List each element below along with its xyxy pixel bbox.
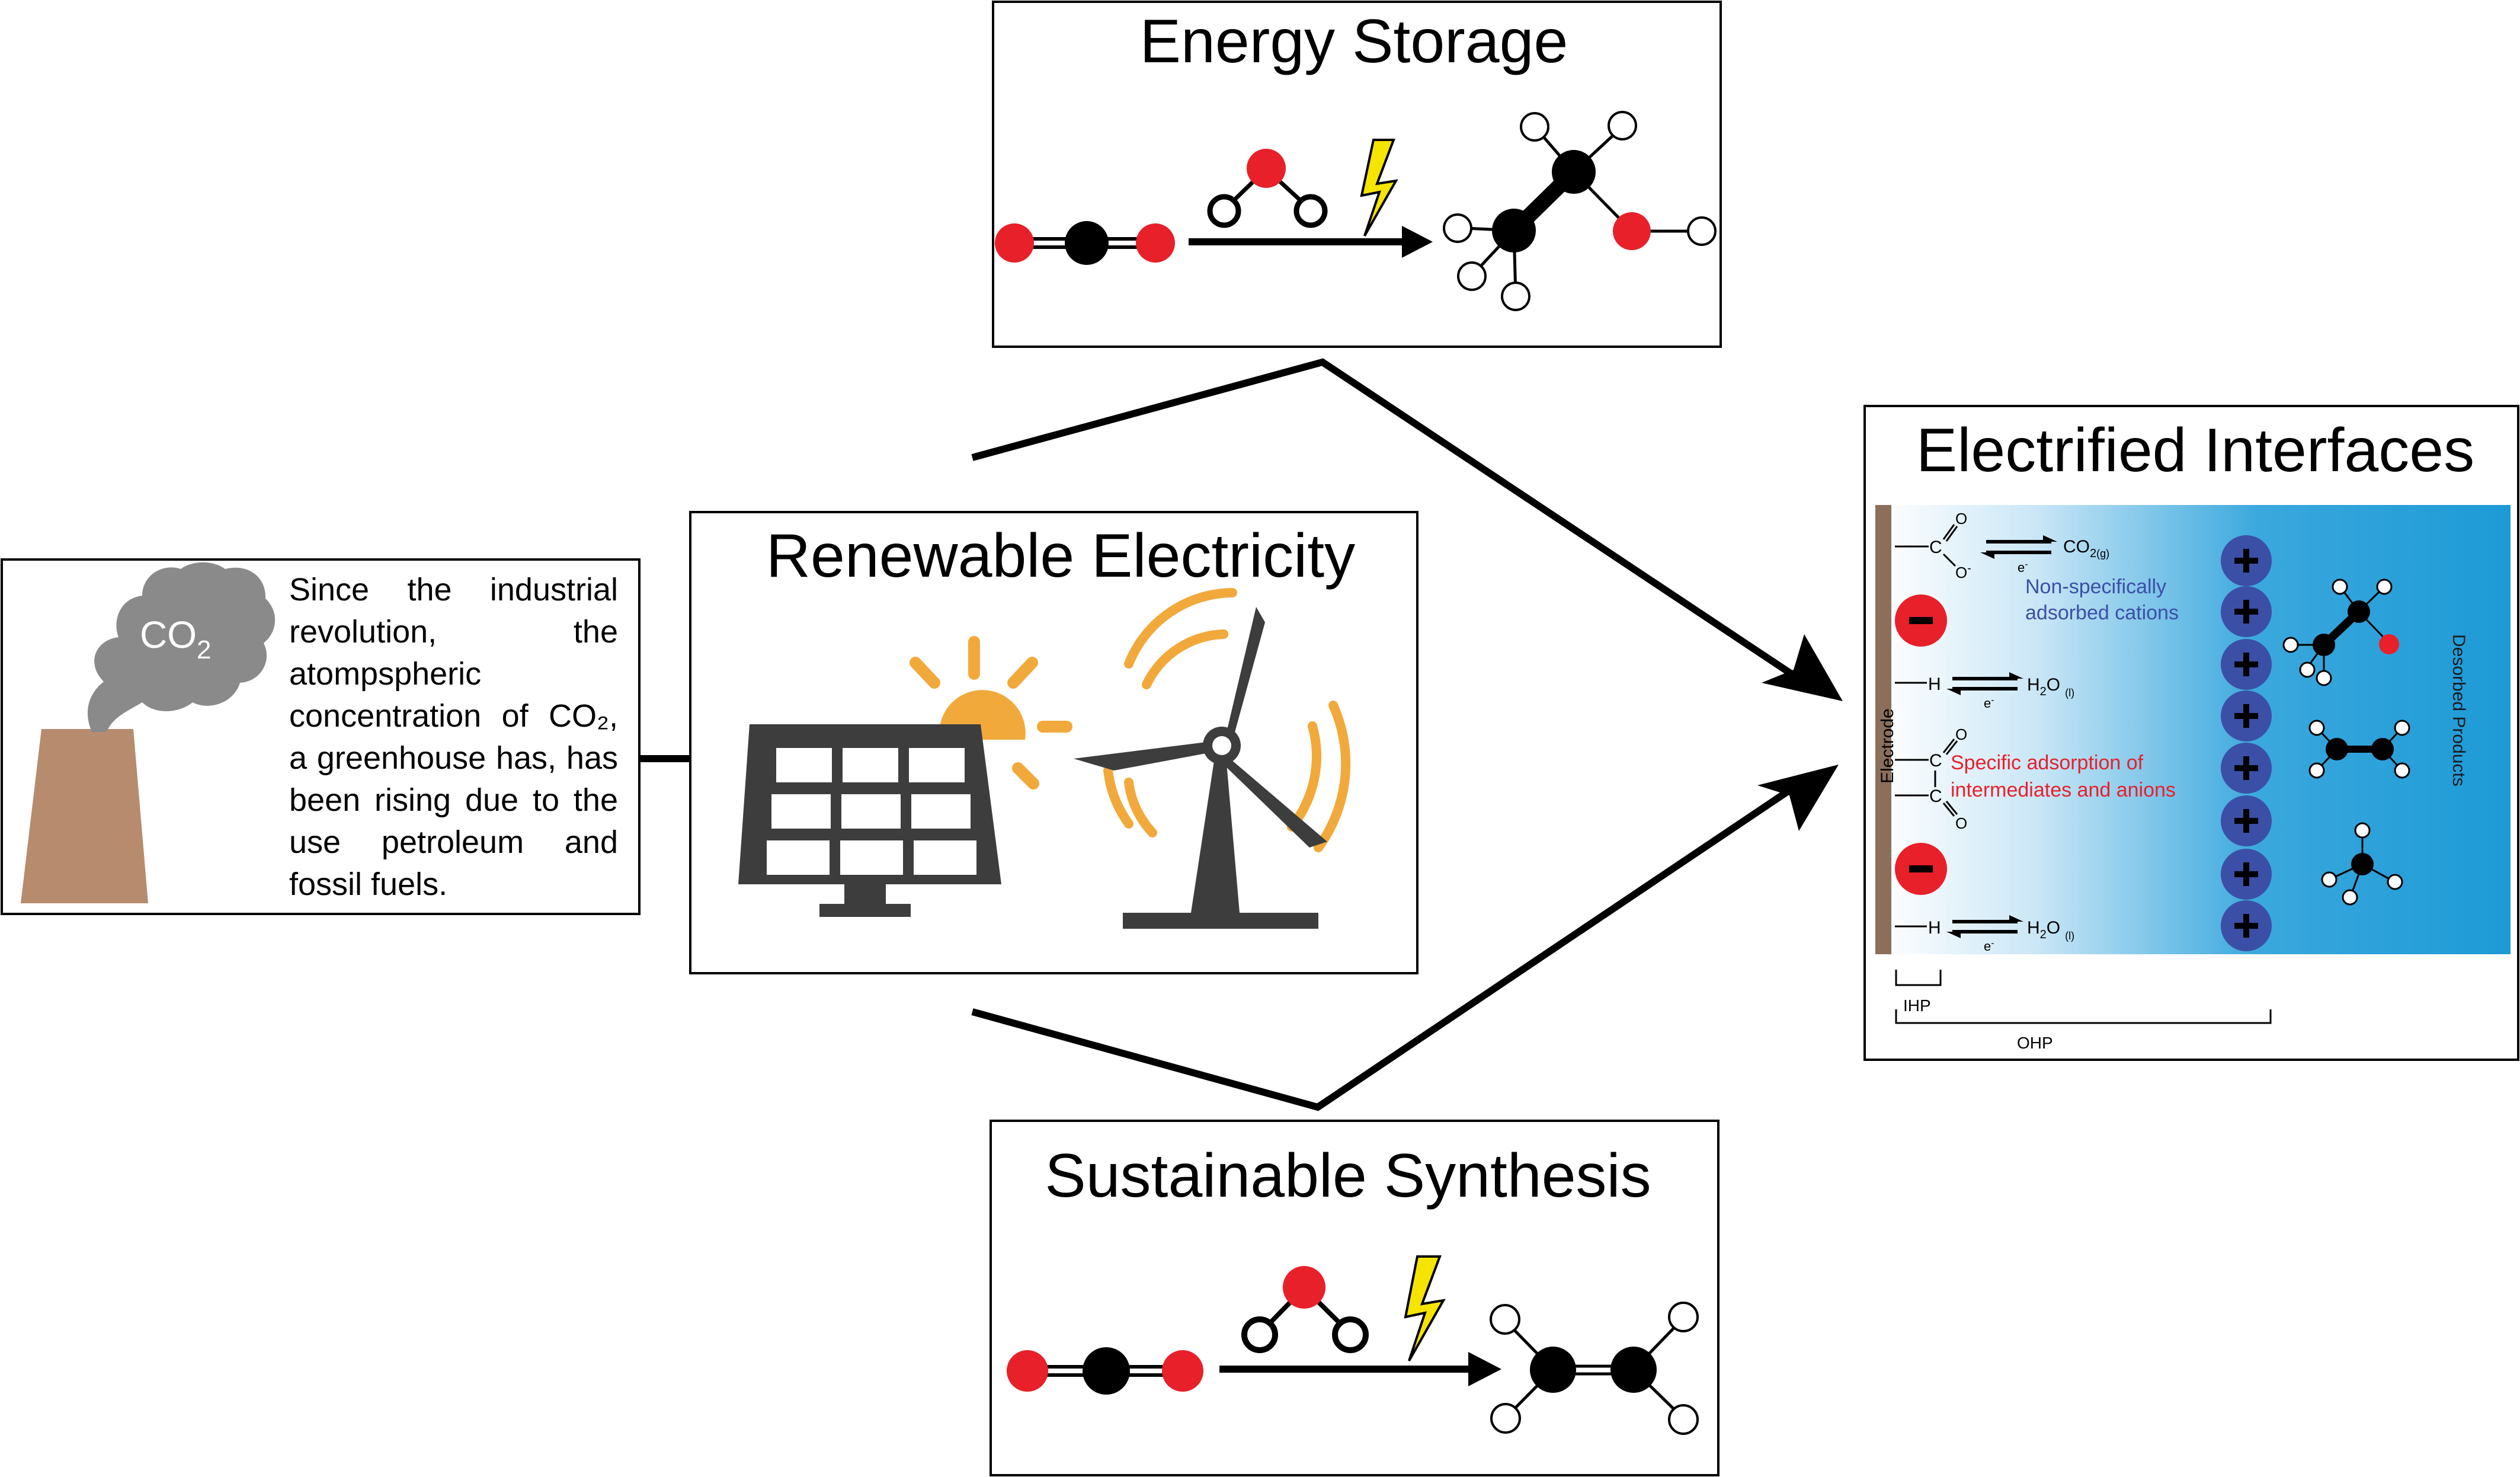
ohp-label: OHP <box>2017 1034 2053 1052</box>
svg-text:C: C <box>1929 787 1942 806</box>
energy-storage-frame <box>992 1 1722 348</box>
reaction-arrowhead <box>1402 226 1433 258</box>
svg-text:e-: e- <box>2018 560 2028 575</box>
cation-column <box>2221 535 2272 951</box>
svg-text:CO2(g): CO2(g) <box>2063 537 2109 560</box>
cation-badge <box>2221 690 2272 741</box>
cloud-co2-label: CO2 <box>140 613 211 664</box>
ethylene-molecule-icon <box>1490 1302 1699 1435</box>
cation-badge <box>2221 849 2272 900</box>
sun-icon <box>910 636 1072 789</box>
smoke-cloud-icon <box>87 562 276 732</box>
svg-text:e-: e- <box>1984 695 1994 711</box>
energy-storage-title: Energy Storage <box>1140 7 1568 76</box>
wind-turbine-icon <box>1074 607 1327 929</box>
co2-emission-panel: CO2 <box>1 558 641 915</box>
wind-waves-icon <box>1103 588 1351 852</box>
methanol-molecule-icon <box>1443 111 1717 311</box>
electrified-interfaces-panel: Electrified Interfaces Electrode Desorbe… <box>1863 405 2519 1061</box>
renewable-electricity-panel: Renewable Electricity <box>689 511 1418 974</box>
svg-text:C: C <box>1929 538 1942 557</box>
svg-text:H2O(l): H2O(l) <box>2027 675 2074 699</box>
synthesis-title: Sustainable Synthesis <box>1045 1142 1651 1210</box>
svg-text:O: O <box>1955 725 1967 743</box>
energy-storage-panel: Energy Storage <box>992 1 1722 348</box>
co2-molecule-icon <box>1007 1347 1203 1395</box>
svg-text:O: O <box>1955 510 1967 528</box>
upper-path-line <box>971 358 1804 683</box>
lightning-bolt-icon <box>1404 1255 1446 1361</box>
lower-path-line <box>971 779 1804 1111</box>
water-molecule-icon <box>1207 149 1328 228</box>
solar-panel-icon <box>738 724 1001 917</box>
plane-brackets <box>1895 970 2272 1024</box>
svg-text:H: H <box>1928 674 1941 694</box>
lightning-bolt-icon <box>1360 139 1398 236</box>
chimney-icon <box>21 729 148 903</box>
cation-badge <box>2221 900 2272 951</box>
cation-badge <box>2221 743 2272 794</box>
electrode-label: Electrode <box>1878 708 1897 784</box>
svg-text:O: O <box>1955 814 1967 832</box>
cation-badge <box>2221 535 2272 586</box>
svg-text:H: H <box>1928 918 1941 938</box>
desorbed-methane-icon <box>2321 822 2403 906</box>
specific-adsorbate: C C O O <box>1895 725 1967 832</box>
svg-text:O-: O- <box>1955 562 1971 581</box>
electrode-bar <box>1875 505 1891 954</box>
ihp-label: IHP <box>1903 996 1931 1015</box>
svg-text:C: C <box>1929 751 1942 771</box>
desorbed-ethylene-icon <box>2308 720 2410 779</box>
adsorbed-anion-badge <box>1895 843 1947 895</box>
co2-molecule-icon <box>995 221 1175 265</box>
desorbed-products-label: Desorbed Products <box>2449 634 2468 787</box>
carboxylate-species: C O O- <box>1895 510 1971 581</box>
svg-text:H2O(l): H2O(l) <box>2027 918 2074 942</box>
electrolyte-region <box>1881 505 2511 954</box>
svg-text:e-: e- <box>1984 938 1994 954</box>
reaction-arrowhead <box>1468 1352 1501 1386</box>
cation-badge <box>2221 795 2272 846</box>
adsorbed-anion-badge <box>1895 594 1947 647</box>
lower-arrowhead <box>1757 765 1839 831</box>
cation-badge <box>2221 639 2272 690</box>
flow-arrows <box>639 358 1804 1111</box>
desorbed-methanol-icon <box>2282 578 2399 686</box>
renewable-title: Renewable Electricity <box>766 522 1355 590</box>
cation-badge <box>2221 586 2272 637</box>
hydrogen-adsorption-2: H e- H2O(l) <box>1895 915 2074 954</box>
interfaces-title: Electrified Interfaces <box>1916 416 2474 485</box>
co2-description-text: Since the industrial revolution, the ato… <box>289 572 618 902</box>
hydrogen-adsorption-1: H e- H2O(l) <box>1895 672 2074 711</box>
synthesis-frame <box>990 1120 1720 1476</box>
co2-desorption-equilibrium: e- CO2(g) <box>1980 535 2109 575</box>
water-molecule-icon <box>1241 1266 1369 1353</box>
upper-arrowhead <box>1762 634 1843 701</box>
sustainable-synthesis-panel: Sustainable Synthesis <box>990 1120 1720 1476</box>
